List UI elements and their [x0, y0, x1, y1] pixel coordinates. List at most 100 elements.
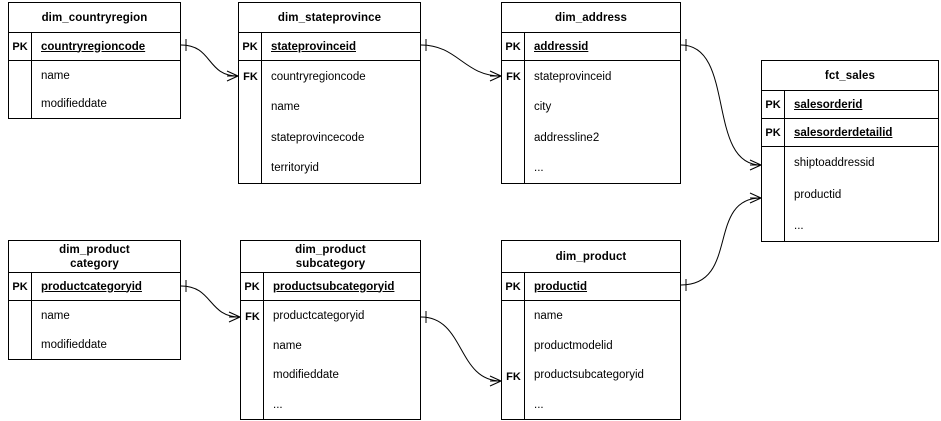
table-row[interactable]: productid — [794, 188, 842, 201]
table-row[interactable]: ... — [273, 398, 283, 411]
key-label: PK — [9, 273, 32, 300]
key-column — [9, 61, 32, 118]
table-row[interactable]: name — [534, 310, 563, 322]
key-column: FK — [502, 301, 525, 419]
table-row[interactable]: modifieddate — [273, 369, 339, 381]
entity-title: dim_stateprovince — [239, 3, 420, 33]
entity-rows: PK productcategoryid name modifieddate — [9, 273, 180, 359]
table-row[interactable]: productcategoryid — [273, 310, 365, 322]
connector-line — [420, 44, 502, 77]
connector-line — [180, 44, 239, 77]
field-name: productsubcategoryid — [273, 280, 395, 293]
entity-dim-stateprovince[interactable]: dim_stateprovince PK stateprovinceid FK … — [238, 2, 421, 184]
table-row[interactable]: productmodelid — [534, 339, 613, 352]
crows-foot — [489, 70, 502, 82]
entity-fct-sales[interactable]: fct_sales PK salesorderid PK salesorderd… — [761, 60, 939, 242]
field-name: salesorderid — [794, 98, 863, 111]
entity-dim-countryregion[interactable]: dim_countryregion PK countryregioncode n… — [8, 2, 181, 119]
connector-productcategory-to-productsubcategory — [180, 280, 241, 323]
connector-stateprovince-to-address — [420, 39, 502, 82]
field-name: addressid — [534, 40, 589, 53]
key-label: PK — [502, 273, 525, 300]
entity-rows: PK addressid FK stateprovinceid city add… — [502, 33, 680, 183]
entity-body: FK countryregioncode name stateprovincec… — [239, 61, 420, 183]
entity-body: FK stateprovinceid city addressline2 ... — [502, 61, 680, 183]
key-column — [9, 301, 32, 359]
table-row[interactable]: name — [41, 309, 70, 322]
connector-countryregion-to-stateprovince — [180, 39, 239, 82]
entity-title: fct_sales — [762, 61, 938, 91]
table-row-pk[interactable]: PK salesorderid — [762, 91, 938, 119]
connector-line — [180, 285, 241, 318]
key-label: PK — [762, 119, 785, 146]
entity-body: FK productcategoryid name modifieddate .… — [241, 301, 420, 419]
field-name: salesorderdetailid — [794, 126, 893, 139]
key-label: FK — [506, 371, 521, 383]
table-row[interactable]: name — [271, 101, 300, 113]
entity-rows: PK stateprovinceid FK countryregioncode … — [239, 33, 420, 183]
connector-product-to-sales — [680, 192, 762, 291]
key-label: PK — [239, 33, 262, 60]
table-row-pk[interactable]: PK addressid — [502, 33, 680, 61]
entity-body: FK name productmodelid productsubcategor… — [502, 301, 680, 419]
connector-line — [680, 44, 762, 166]
connector-line — [680, 197, 762, 286]
key-column — [762, 147, 785, 241]
table-row[interactable]: modifieddate — [41, 338, 107, 351]
table-row[interactable]: stateprovinceid — [534, 70, 612, 83]
table-row-pk[interactable]: PK productcategoryid — [9, 273, 180, 301]
crows-foot — [228, 311, 241, 323]
entity-title: dim_product subcategory — [241, 241, 420, 273]
table-row[interactable]: name — [41, 69, 70, 82]
crows-foot — [226, 70, 239, 82]
entity-body: shiptoaddressid productid ... — [762, 147, 938, 241]
table-row[interactable]: ... — [534, 162, 544, 174]
crows-foot — [749, 192, 762, 204]
entity-title: dim_product category — [9, 241, 180, 273]
entity-dim-productsubcategory[interactable]: dim_product subcategory PK productsubcat… — [240, 240, 421, 420]
crows-foot — [749, 159, 762, 171]
table-row-pk[interactable]: PK productid — [502, 273, 680, 301]
entity-title: dim_address — [502, 3, 680, 33]
key-label: FK — [243, 71, 258, 83]
table-row-pk[interactable]: PK countryregioncode — [9, 33, 180, 61]
entity-body: name modifieddate — [9, 61, 180, 118]
entity-rows: PK productid FK name productmodelid prod… — [502, 273, 680, 419]
table-row[interactable]: ... — [794, 219, 804, 232]
key-column: FK — [241, 301, 264, 419]
key-label: PK — [762, 91, 785, 118]
key-label: PK — [241, 273, 264, 300]
field-name: stateprovinceid — [271, 40, 356, 53]
entity-title: dim_countryregion — [9, 3, 180, 33]
key-column: FK — [502, 61, 525, 183]
table-row[interactable]: ... — [534, 398, 544, 411]
table-row[interactable]: name — [273, 339, 302, 352]
table-row[interactable]: city — [534, 101, 552, 113]
table-row[interactable]: stateprovincecode — [271, 131, 365, 144]
entity-body: name modifieddate — [9, 301, 180, 359]
entity-dim-address[interactable]: dim_address PK addressid FK stateprovinc… — [501, 2, 681, 184]
table-row-pk[interactable]: PK stateprovinceid — [239, 33, 420, 61]
table-row[interactable]: countryregioncode — [271, 70, 366, 83]
key-column: FK — [239, 61, 262, 183]
table-row-pk[interactable]: PK productsubcategoryid — [241, 273, 420, 301]
entity-dim-productcategory[interactable]: dim_product category PK productcategoryi… — [8, 240, 181, 360]
key-label: PK — [9, 33, 32, 60]
key-label: FK — [245, 311, 260, 323]
field-name: productcategoryid — [41, 280, 142, 293]
table-row[interactable]: addressline2 — [534, 131, 600, 144]
table-row[interactable]: productsubcategoryid — [534, 369, 644, 381]
key-label: FK — [506, 71, 521, 83]
table-row[interactable]: territoryid — [271, 162, 319, 174]
field-name: countryregioncode — [41, 40, 146, 53]
entity-dim-product[interactable]: dim_product PK productid FK name product… — [501, 240, 681, 420]
entity-rows: PK productsubcategoryid FK productcatego… — [241, 273, 420, 419]
entity-title: dim_product — [502, 241, 680, 273]
table-row-pk[interactable]: PK salesorderdetailid — [762, 119, 938, 147]
connector-line — [420, 316, 502, 382]
table-row[interactable]: modifieddate — [41, 98, 107, 110]
table-row[interactable]: shiptoaddressid — [794, 157, 875, 169]
entity-rows: PK salesorderid PK salesorderdetailid sh… — [762, 91, 938, 241]
key-label: PK — [502, 33, 525, 60]
